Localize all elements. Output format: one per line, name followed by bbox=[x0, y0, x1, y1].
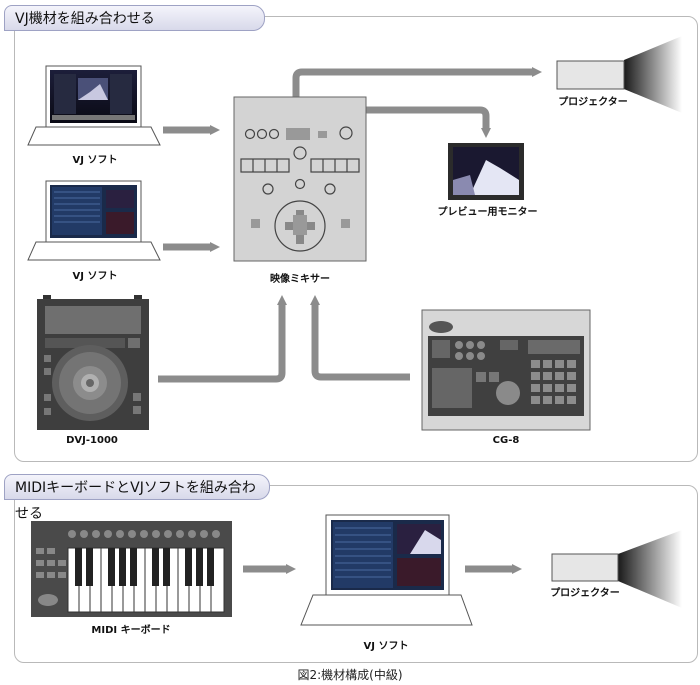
projector-label-2: プロジェクター bbox=[550, 588, 620, 599]
arrowhead-4 bbox=[481, 128, 491, 138]
cg-8 bbox=[421, 309, 591, 431]
arrowhead-1 bbox=[210, 125, 220, 135]
projector-label-1: プロジェクター bbox=[558, 97, 628, 108]
bottom-section-title: MIDIキーボードとVJソフトを組み合わせる bbox=[4, 474, 270, 522]
vj-soft-label-2: VJ ソフト bbox=[72, 271, 118, 282]
projector-1 bbox=[556, 36, 682, 113]
arrow-mixer-to-projector bbox=[292, 68, 532, 97]
top-section-title: VJ機材を組み合わせる bbox=[4, 5, 265, 31]
cg-8-label: CG-8 bbox=[492, 435, 520, 446]
video-mixer bbox=[233, 96, 367, 262]
arrowhead-8 bbox=[512, 564, 522, 574]
figure-caption: 図2:機材構成(中級) bbox=[297, 668, 403, 682]
arrowhead-7 bbox=[286, 564, 296, 574]
arrowhead-3 bbox=[532, 67, 542, 77]
preview-monitor-label: プレビュー用モニター bbox=[437, 207, 538, 218]
dvj-1000-label: DVJ-1000 bbox=[66, 435, 118, 446]
arrowhead-2 bbox=[210, 242, 220, 252]
laptop-2 bbox=[27, 180, 161, 261]
dvj-1000 bbox=[37, 295, 149, 430]
midi-keyboard bbox=[31, 521, 232, 617]
midi-keyboard-label: MIDI キーボード bbox=[91, 625, 171, 636]
projector-2 bbox=[551, 530, 682, 608]
connector-lines bbox=[158, 68, 532, 573]
arrow-cg8-to-mixer bbox=[311, 305, 410, 381]
arrowhead-5 bbox=[277, 295, 287, 305]
arrowhead-6 bbox=[310, 295, 320, 305]
preview-monitor bbox=[448, 143, 524, 200]
laptop-1 bbox=[27, 65, 161, 146]
mixer-label: 映像ミキサー bbox=[270, 274, 330, 285]
laptop-3 bbox=[300, 514, 473, 626]
vj-soft-label-1: VJ ソフト bbox=[72, 155, 118, 166]
arrow-mixer-to-preview bbox=[366, 106, 490, 128]
arrow-dvj-to-mixer bbox=[158, 305, 286, 383]
vj-soft-label-3: VJ ソフト bbox=[363, 641, 409, 652]
